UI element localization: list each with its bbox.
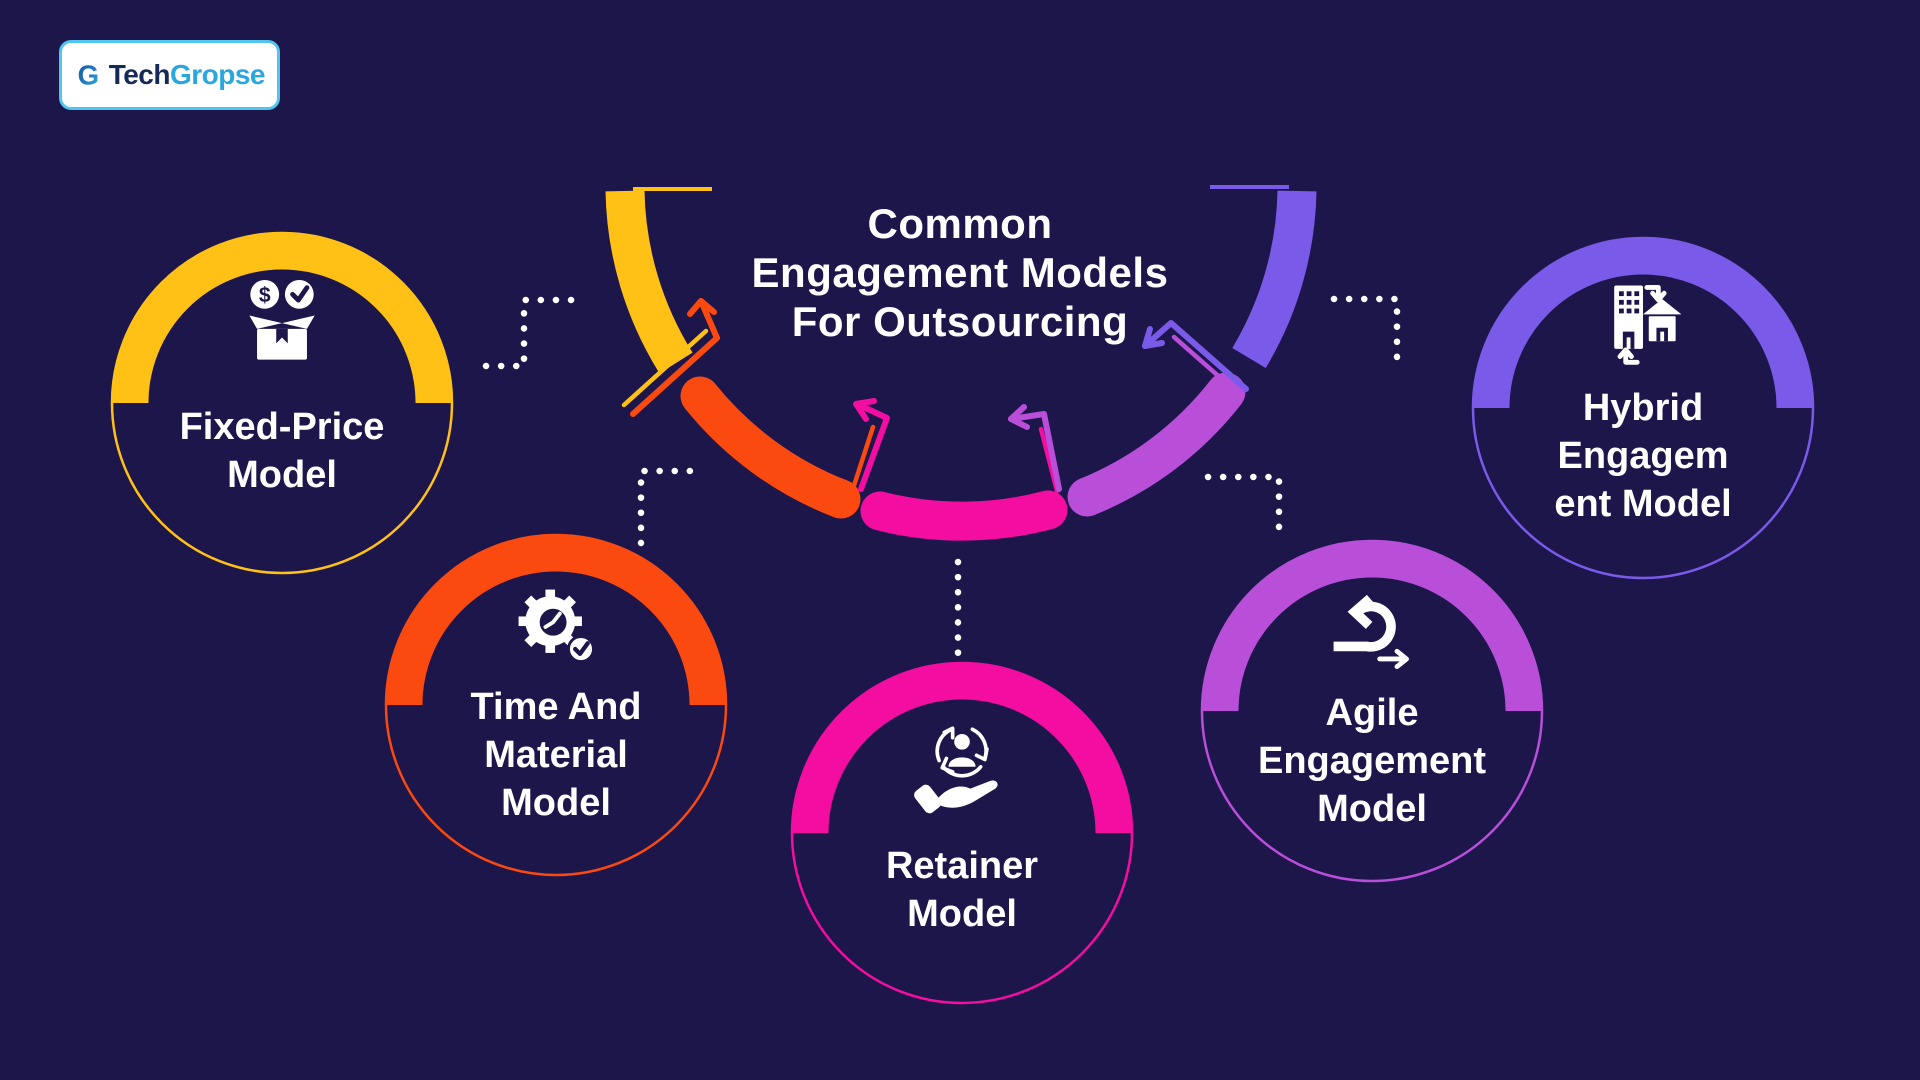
label-line: Hybrid [1582,387,1704,429]
hybrid-label: Hybrid Engagem ent Model [1471,384,1815,528]
ring-band [1201,540,1543,712]
fan-arrows [621,298,1249,504]
gear-clock-check-icon [508,579,604,680]
model-node-agile: Agile Engagement Model [1200,539,1544,883]
agile-ring [1200,539,1544,883]
techgropse-monogram-icon: G [78,59,99,90]
fan-arrow-2-line [846,424,876,504]
fixed-price-label: Fixed-Price Model [110,403,454,499]
title-line-3: For Outsourcing [791,298,1129,345]
fan-arrow-4-shaft [1142,320,1249,392]
label-line: Fixed-Price [179,406,385,448]
label-line: Model [1317,788,1427,830]
hand-person-cycle-icon [910,721,1014,830]
label-line: ent Model [1554,483,1732,525]
fan-arrow-1-head [687,298,717,317]
label-line: Agile [1325,692,1419,734]
logo-wordmark: TechGropse [108,59,266,91]
hybrid-ring [1471,236,1815,580]
connector-agile [1204,473,1283,544]
model-node-hybrid: Hybrid Engagem ent Model [1471,236,1815,580]
label-line: Model [501,782,611,824]
diagram-title: Common Engagement Models For Outsourcing [660,199,1260,346]
ring-band [1472,237,1814,409]
fan-arrow-1-shaft [630,298,720,417]
logo-wordmark-prefix: Tech [108,59,171,90]
model-node-retainer: Retainer Model [790,661,1134,1005]
fan-arrow-4-head [1142,326,1165,349]
techgropse-logo: G TechGropse [59,40,280,110]
fan-arrow-2-shaft [854,401,890,492]
fan-arrow-1 [621,298,720,417]
model-node-time-material: Time And Material Model [384,533,728,877]
fan-arrow-3-head [1008,404,1030,430]
fan-segment-fixed-price [605,190,693,374]
time-material-label: Time And Material Model [384,683,728,827]
package-dollar-check-icon: $ [234,279,330,380]
connector-hybrid [1330,295,1401,371]
monogram-letter: G [78,59,99,90]
time-material-ring [384,533,728,877]
fan-arrow-1-line [621,328,709,408]
model-node-fixed-price: $ Fixed-Price Model [110,231,454,575]
fixed-price-ring [110,231,454,575]
retainer-ring [790,661,1134,1005]
label-line: Model [227,454,337,496]
ring-band [111,232,453,404]
label-line: Retainer [885,845,1039,887]
fan-arrow-4 [1142,320,1249,392]
logo-wordmark-suffix: Gropse [169,59,266,90]
svg-text:$: $ [259,284,271,307]
fan-arrow-3 [1008,404,1062,494]
dotted-connectors [482,295,1401,659]
ring-band [385,534,727,706]
retainer-label: Retainer Model [790,842,1134,938]
title-line-2: Engagement Models [751,249,1169,296]
connector-fixed-price [482,296,587,370]
fan-arrow-2 [846,398,890,504]
label-line: Time And [470,686,642,728]
label-line: Engagem [1557,435,1729,477]
ring-band [791,662,1133,834]
fan-segment-retainer [860,490,1068,541]
fan-segment-time-material [680,376,861,519]
label-line: Model [907,893,1017,935]
label-line: Engagement [1257,740,1487,782]
agile-label: Agile Engagement Model [1200,689,1544,833]
fan-arrow-2-head [853,398,877,422]
title-line-1: Common [867,200,1053,247]
fan-segments [605,190,1317,541]
agile-sprint-loop-icon [1324,586,1420,687]
fan-arrow-3-shaft [1008,411,1062,492]
fan-arrow-4-line [1171,334,1235,391]
label-line: Material [484,734,628,776]
fan-segment-hybrid [1232,190,1317,369]
building-house-swap-icon [1595,274,1691,375]
fan-segment-agile [1067,372,1246,517]
fan-tails [633,185,1289,191]
